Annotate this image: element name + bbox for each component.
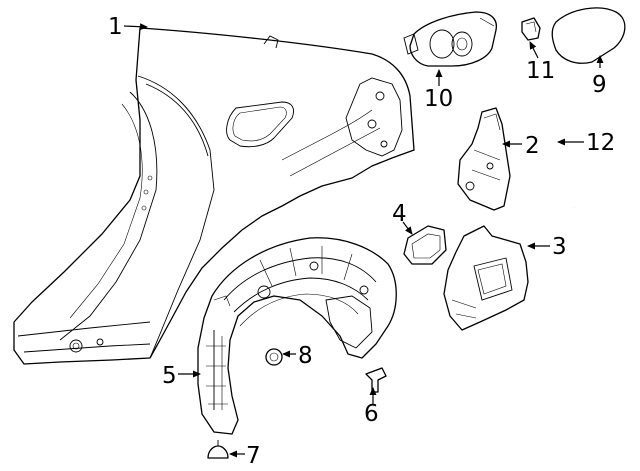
- callout-7: 7: [246, 443, 261, 469]
- fuel-door-part[interactable]: [551, 7, 626, 64]
- callout-labels: 1 2 3 4 5 6 7 8 9 10 11 12: [108, 14, 615, 469]
- actuator-part[interactable]: [521, 17, 541, 41]
- callout-3: 3: [552, 234, 567, 260]
- callout-8: 8: [298, 343, 313, 369]
- fuel-door-housing-part[interactable]: [403, 11, 498, 67]
- callout-9: 9: [592, 72, 607, 98]
- drain-hose-part[interactable]: [510, 84, 596, 220]
- leader-4: [402, 221, 413, 235]
- push-clip-part[interactable]: [365, 367, 387, 393]
- callout-10: 10: [424, 86, 453, 112]
- callout-2: 2: [525, 133, 540, 159]
- callout-4: 4: [392, 201, 407, 227]
- leader-11: [529, 41, 539, 59]
- bracket-part[interactable]: [457, 107, 511, 211]
- leader-lines: [123, 23, 604, 458]
- callout-12: 12: [586, 130, 615, 156]
- shield-part[interactable]: [443, 225, 529, 331]
- callout-11: 11: [526, 58, 555, 84]
- quarter-panel-part[interactable]: [13, 27, 415, 365]
- callout-6: 6: [364, 401, 379, 427]
- leader-1: [123, 23, 148, 31]
- nut-part[interactable]: [265, 348, 283, 366]
- callout-1: 1: [108, 14, 123, 40]
- wheelhouse-liner-part[interactable]: [197, 237, 397, 435]
- retainer-part[interactable]: [207, 440, 229, 459]
- callout-5: 5: [162, 363, 177, 389]
- grommet-cover-part[interactable]: [403, 225, 447, 265]
